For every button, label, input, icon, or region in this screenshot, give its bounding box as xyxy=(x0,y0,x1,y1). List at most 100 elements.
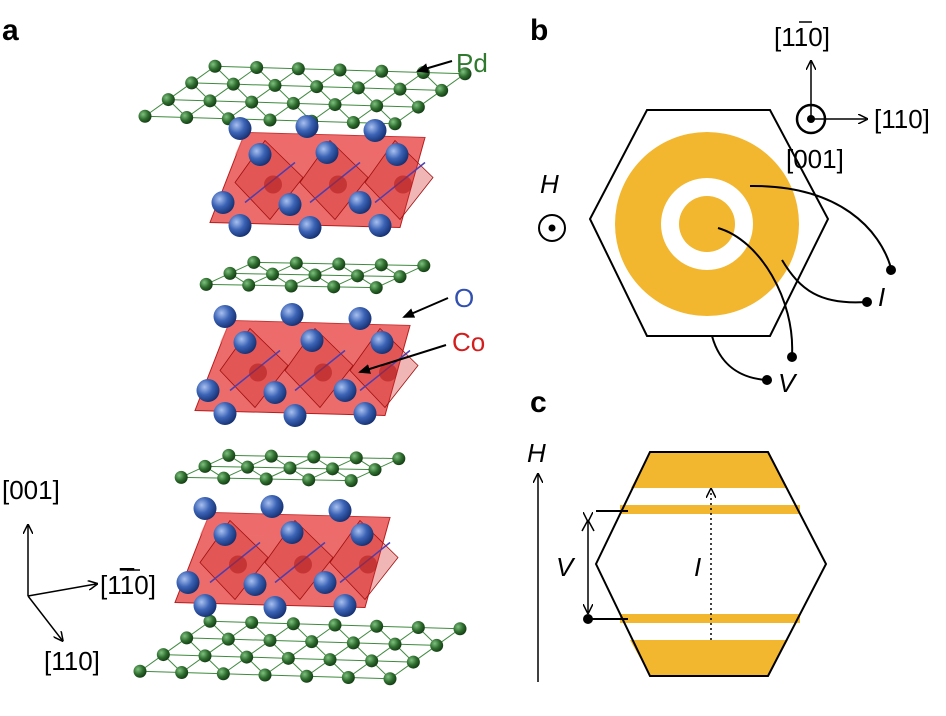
top-contact xyxy=(631,452,787,488)
voltage-arrow-head-up xyxy=(581,519,595,532)
o-atom xyxy=(363,119,387,142)
pd-bond xyxy=(298,68,341,71)
pd-bond xyxy=(274,84,317,88)
o-atom xyxy=(333,594,357,617)
pd-bond xyxy=(293,623,336,626)
pd-atom xyxy=(223,266,237,280)
pd-atom xyxy=(258,668,272,682)
pd-atom xyxy=(411,621,425,634)
pd-atom xyxy=(417,259,431,273)
pd-bond xyxy=(228,454,272,457)
current-terminal-1 xyxy=(886,265,896,275)
crystal-axes-a: [001] [110] [110] xyxy=(2,475,156,676)
pd-bond xyxy=(338,263,382,266)
panel-c: c H I V xyxy=(527,386,828,682)
pd-bond xyxy=(209,100,252,103)
pd-atom xyxy=(266,267,279,281)
panel-b: b I V H [110] [110] [001] xyxy=(530,14,930,398)
o-atom xyxy=(328,499,352,522)
panel-b-letter: b xyxy=(530,14,548,47)
pd-atom xyxy=(222,448,236,462)
pd-atom xyxy=(226,77,240,91)
pd-bond xyxy=(296,262,339,265)
o-pointer-arrow xyxy=(402,297,449,318)
pd-atom xyxy=(333,63,347,77)
pd-atom xyxy=(185,76,199,90)
pd-atom xyxy=(327,280,341,294)
pd-bond xyxy=(209,620,252,623)
coo2-blocks xyxy=(174,115,434,619)
pd-bond xyxy=(191,82,234,85)
pd-bond xyxy=(233,83,276,86)
pd-bond xyxy=(181,672,224,675)
axis-arrow-1-10 xyxy=(27,584,96,597)
pd-bond xyxy=(334,624,377,627)
pd-atom xyxy=(368,463,382,477)
crystal-axes-b: [110] [110] [001] xyxy=(774,21,930,174)
current-wire-inner xyxy=(781,259,867,304)
o-atom xyxy=(263,381,287,404)
voltage-wire-outer xyxy=(711,335,767,381)
pd-bond xyxy=(311,641,354,644)
sample-hexagon-side xyxy=(594,451,828,677)
pd-layer xyxy=(138,59,472,131)
pd-atom xyxy=(263,633,277,647)
pd-bond xyxy=(306,675,349,678)
pd-atom xyxy=(341,671,355,684)
coo2-block xyxy=(194,303,419,427)
pd-atom xyxy=(199,277,213,291)
field-out-of-plane-icon xyxy=(538,214,566,242)
pd-atom xyxy=(388,117,402,131)
co-atom xyxy=(264,175,282,194)
voltage-label-c: V xyxy=(556,552,576,582)
pd-atom xyxy=(216,667,230,681)
pd-atom xyxy=(284,279,298,293)
pd-atom xyxy=(328,618,342,632)
pd-atom xyxy=(370,99,384,113)
pd-atom xyxy=(351,81,365,95)
pd-atom xyxy=(393,82,407,96)
pd-atom xyxy=(430,638,444,652)
pd-bond xyxy=(253,261,297,264)
o-atom xyxy=(280,521,304,544)
o-atom xyxy=(368,214,392,237)
pd-bond xyxy=(246,656,289,659)
o-atom xyxy=(193,497,217,520)
pd-atom xyxy=(259,472,273,486)
pd-atom xyxy=(241,460,254,474)
pd-atom xyxy=(247,255,261,269)
pd-atom xyxy=(370,619,384,633)
pd-atom xyxy=(221,632,235,646)
pd-bond xyxy=(204,655,247,658)
o-atom xyxy=(348,191,372,214)
pd-atom xyxy=(175,666,189,679)
voltage-terminal-2 xyxy=(762,375,772,385)
pd-atom xyxy=(291,62,305,76)
pd-atom xyxy=(281,651,295,665)
o-atom xyxy=(193,594,217,617)
pd-layer xyxy=(174,448,406,488)
pd-bond xyxy=(423,72,466,75)
pd-atom xyxy=(369,281,383,295)
o-atom xyxy=(353,402,377,425)
pd-bond xyxy=(163,654,206,657)
o-atom xyxy=(298,216,322,239)
panel-c-letter: c xyxy=(530,386,547,419)
pd-bond xyxy=(248,284,292,287)
pd-atom xyxy=(326,462,339,476)
pd-atom xyxy=(198,649,212,663)
pd-bond xyxy=(223,673,266,676)
pd-atom xyxy=(383,672,397,686)
upper-voltage-strip xyxy=(620,505,800,514)
pd-atom xyxy=(245,616,259,629)
pd-bond xyxy=(339,69,382,72)
pd-atom xyxy=(388,637,402,651)
pd-bond xyxy=(269,639,312,643)
pd-atom xyxy=(406,655,420,669)
pd-bond xyxy=(144,115,187,118)
pd-bond xyxy=(264,674,307,677)
pd-atom xyxy=(208,59,222,73)
pd-atom xyxy=(346,636,360,650)
lower-voltage-strip xyxy=(620,614,800,623)
